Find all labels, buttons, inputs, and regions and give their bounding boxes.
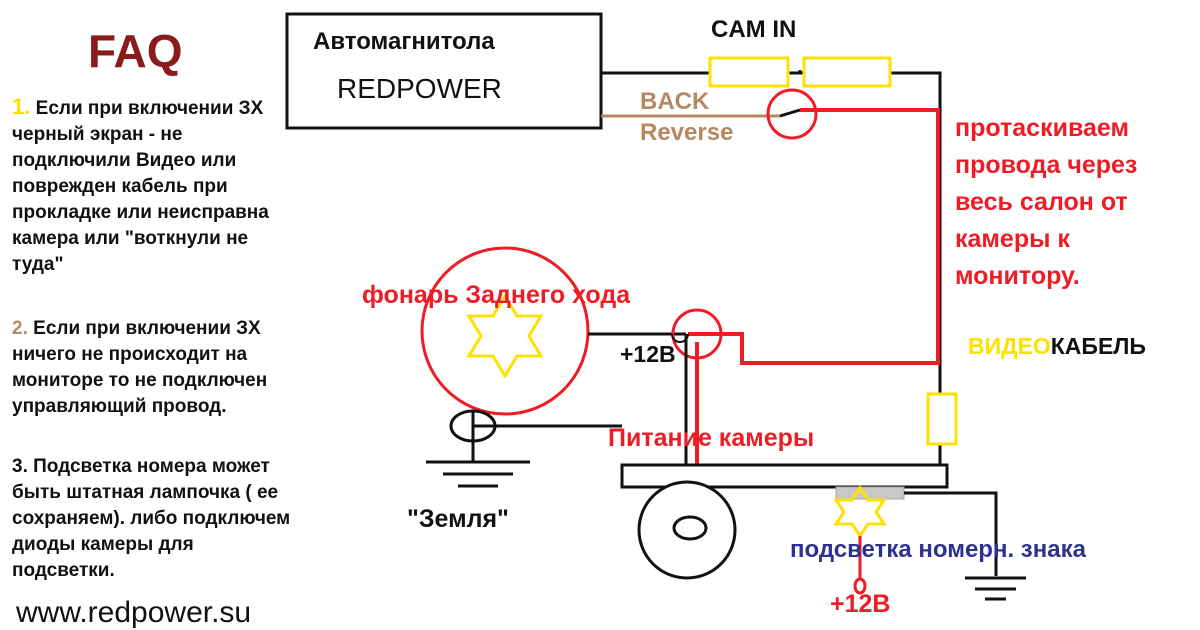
cam-in-connector-right [802, 56, 892, 88]
faq-item-3: 3. Подсветка номера может быть штатная л… [12, 454, 297, 584]
cam-in-label: CAM IN [711, 16, 797, 43]
back-wire-tie [779, 108, 801, 118]
head-unit-title: Автомагнитола [313, 28, 495, 55]
lamp-star-icon [466, 293, 544, 379]
vehicle-body [620, 463, 949, 489]
plate-ground-wire [904, 491, 998, 576]
video-cable-label-part2: КАБЕЛЬ [1050, 333, 1146, 359]
plate-plus12-label: +12В [830, 590, 891, 618]
faq-item-2-number: 2. [12, 318, 28, 339]
faq-item-1-number: 1. [12, 94, 31, 119]
plate-light-bar [835, 486, 905, 500]
website-link[interactable]: www.redpower.su [16, 596, 252, 629]
back-splice-circle [766, 88, 818, 140]
faq-item-1: 1. Если при включении ЗХ черный экран - … [12, 94, 297, 278]
faq-item-2-text: Если при включении ЗХ ничего не происход… [12, 318, 268, 417]
video-cable-connector [926, 392, 958, 446]
ground-label: "Земля" [407, 505, 509, 533]
plate-light-label: подсветка номерн. знака [790, 536, 1086, 563]
wheel-hub [672, 515, 708, 541]
head-unit-brand: REDPOWER [337, 73, 502, 104]
back-label: BACK [640, 88, 710, 115]
faq-item-1-text: Если при включении ЗХ черный экран - не … [12, 98, 269, 275]
faq-item-3-number: 3. [12, 456, 28, 477]
video-cable-label-part1: ВИДЕО [968, 333, 1051, 359]
cam-in-connector-left [708, 56, 790, 88]
reverse-lamp-label: фонарь Заднего хода [362, 281, 631, 309]
faq-item-2: 2. Если при включении ЗХ ничего не проис… [12, 316, 297, 420]
plate-power-terminal [853, 577, 867, 595]
lamp-splice-tie [671, 333, 689, 343]
faq-title: FAQ [88, 25, 183, 77]
faq-item-3-text: Подсветка номера может быть штатная ламп… [12, 456, 291, 581]
control-wire [688, 108, 940, 365]
camera-power-label: Питание камеры [608, 424, 815, 452]
reverse-label: Reverse [640, 119, 734, 146]
wire-routing-note: протаскиваем провода через весь салон от… [955, 114, 1138, 290]
reverse-lamp-circle [420, 246, 590, 416]
wheel [637, 480, 737, 580]
video-cable-label: ВИДЕОКАБЕЛЬ [968, 333, 1146, 360]
head-unit-box [285, 12, 603, 130]
connector-dot [798, 70, 802, 74]
lamp-plus12-label: +12В [620, 341, 676, 367]
